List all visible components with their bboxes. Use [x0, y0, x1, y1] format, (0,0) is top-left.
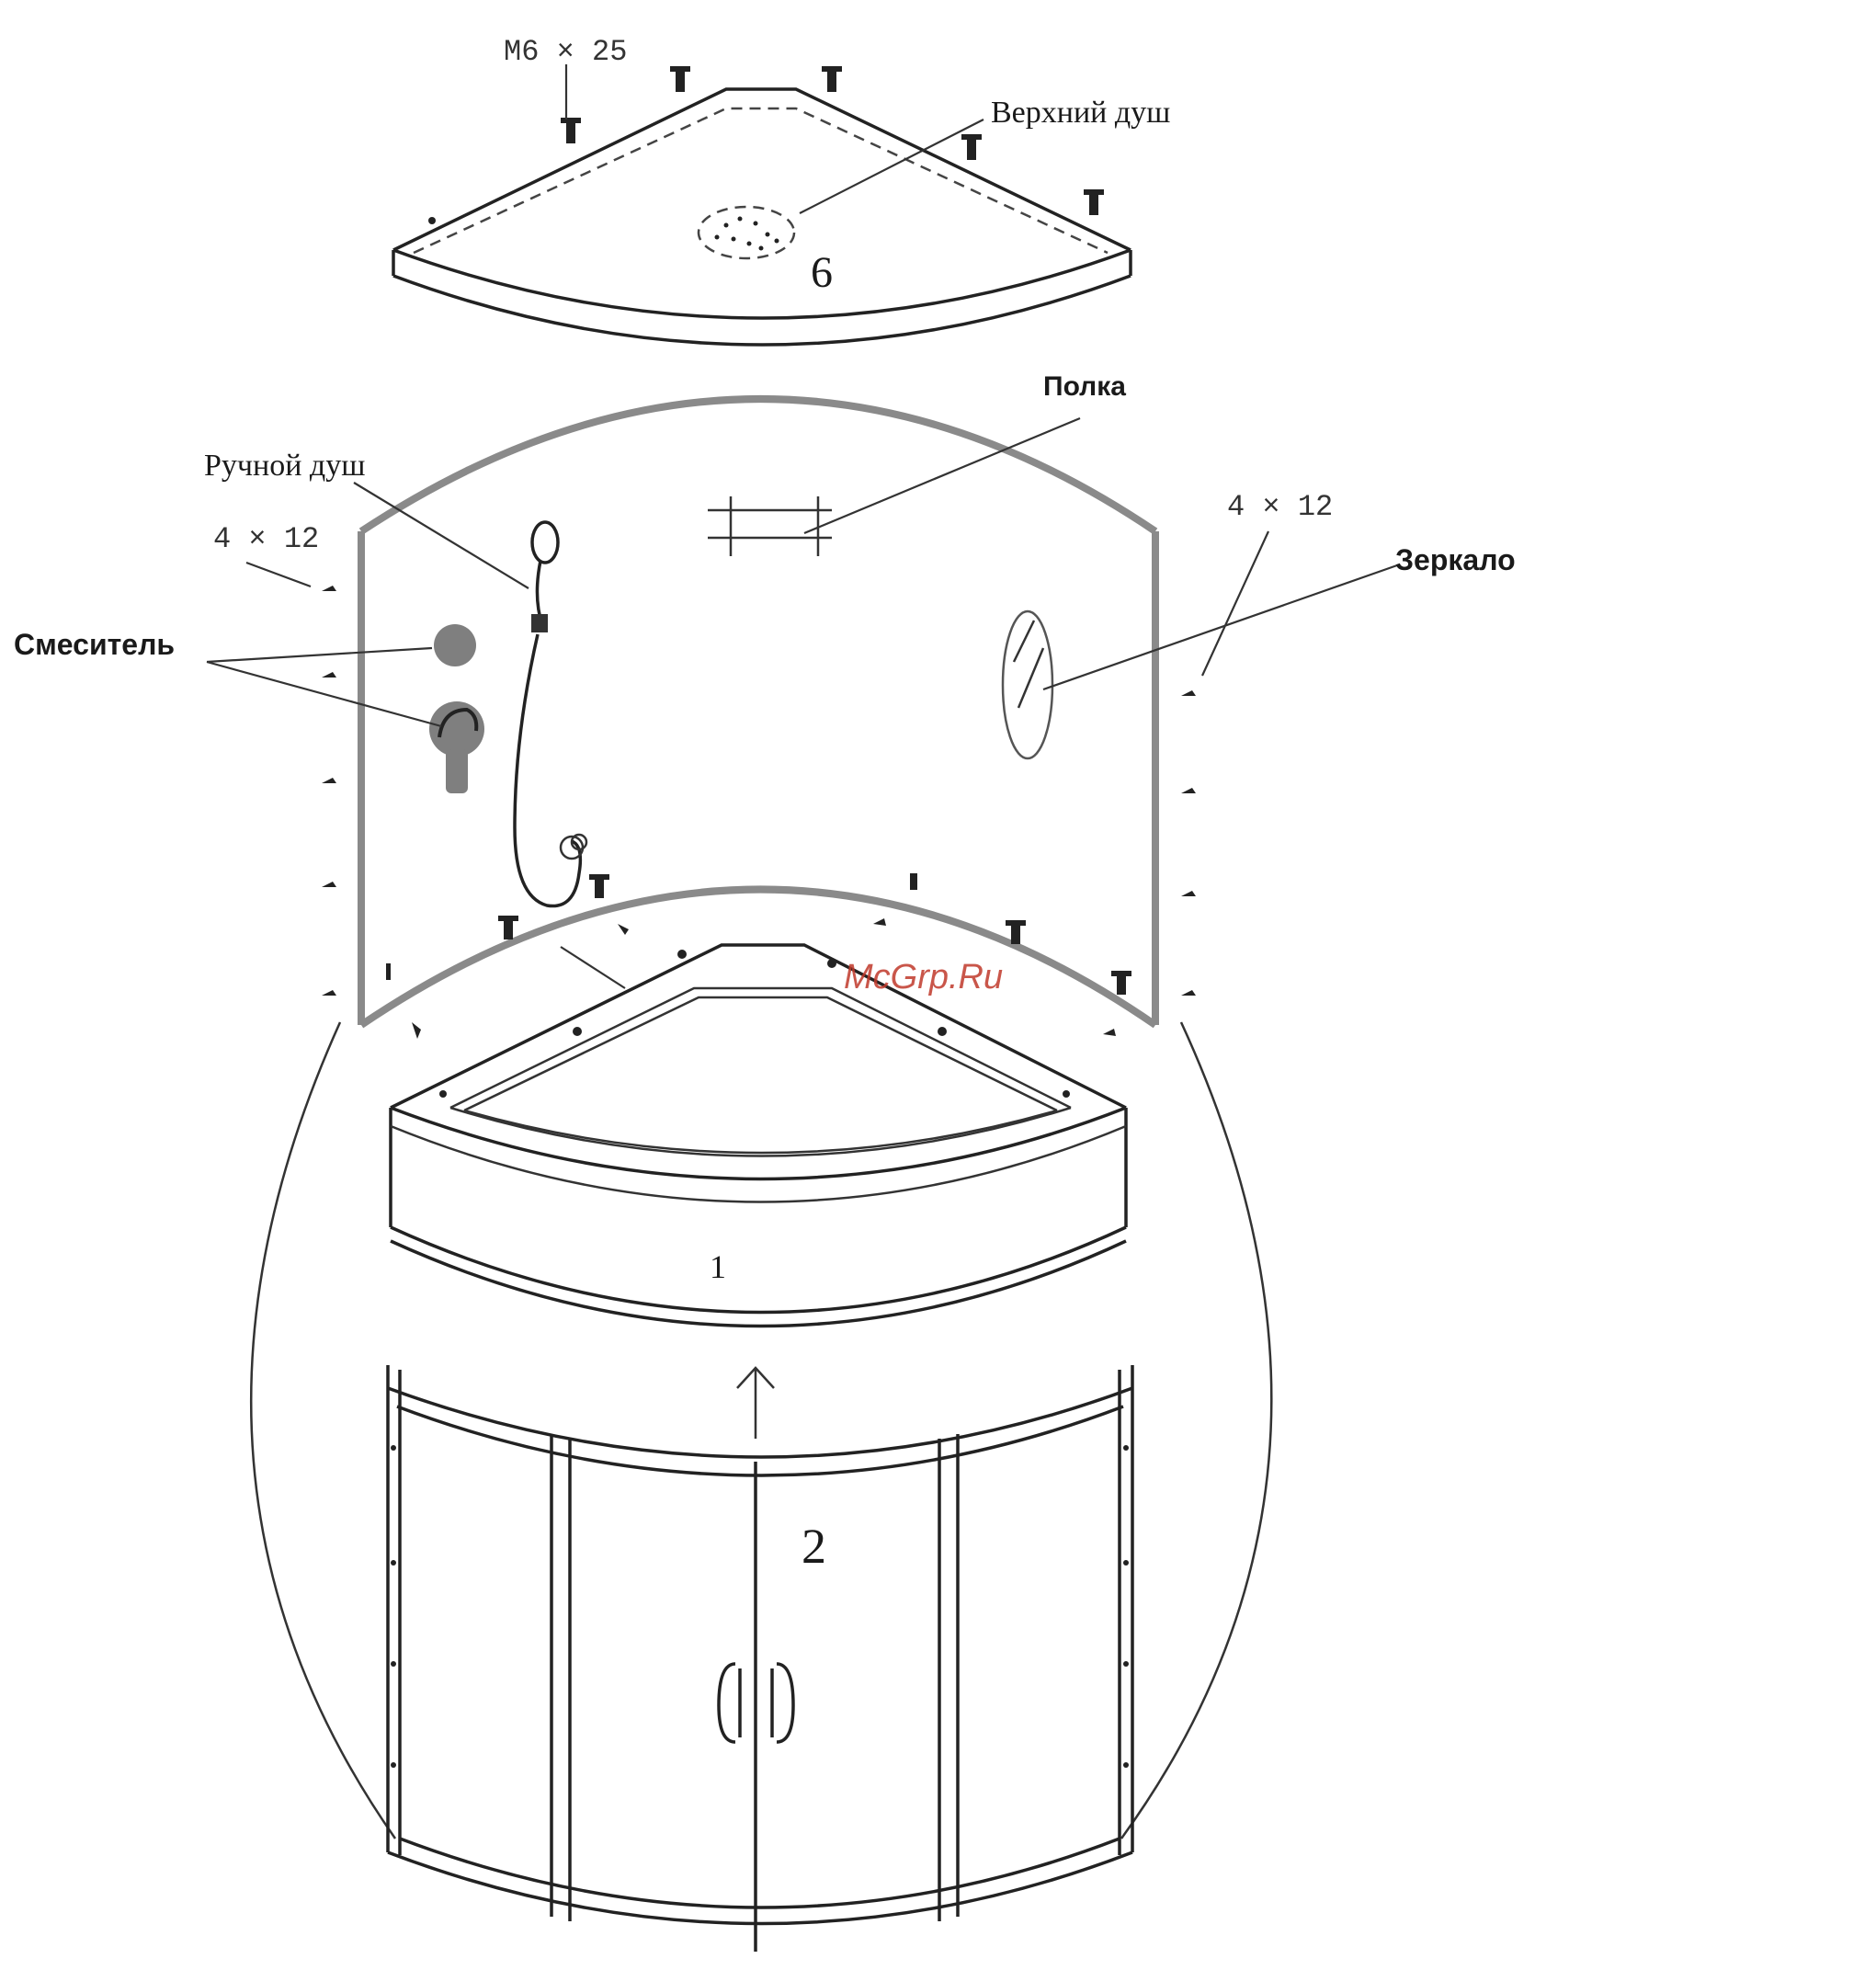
- hand-shower: [515, 522, 586, 906]
- mixer-label: Смеситель: [14, 628, 175, 661]
- overhead-shower-label: Верхний душ: [991, 96, 1170, 130]
- shower-tray: 1: [391, 945, 1126, 1327]
- mirror-leader: [1043, 565, 1397, 689]
- left-connector-arc: [251, 1022, 395, 1839]
- right-screw-leader: [1202, 531, 1268, 676]
- right-screw-size-label: 4 × 12: [1227, 490, 1333, 524]
- door-enclosure: 2: [388, 1365, 1132, 1952]
- mixer: [429, 624, 484, 793]
- back-panel: Полка Ручной душ Смеситель Зеркало: [14, 371, 1516, 1039]
- shelf: [708, 496, 832, 556]
- door-frame-fasteners: [391, 1445, 1129, 1768]
- left-screw-size-label: 4 × 12: [213, 522, 319, 556]
- part-number-1: 1: [710, 1248, 726, 1285]
- watermark: McGrp.Ru: [844, 958, 1003, 996]
- up-arrow: [737, 1368, 774, 1439]
- top-screw-size-label: M6 × 25: [504, 35, 627, 69]
- hand-shower-label: Ручной душ: [204, 449, 365, 483]
- shelf-label: Полка: [1043, 371, 1126, 402]
- shelf-leader: [804, 418, 1080, 533]
- part-number-6: 6: [811, 248, 833, 297]
- top-cap: M6 × 25 Верхний душ 6: [393, 35, 1170, 345]
- mixer-leader-2: [207, 662, 441, 726]
- overhead-shower-holes: [715, 217, 779, 251]
- bottom-panel-screws: [386, 873, 1131, 1039]
- hand-shower-leader: [354, 483, 529, 588]
- overhead-shower-outline: [699, 207, 794, 258]
- mixer-leader-1: [207, 648, 432, 662]
- right-side-screws: [1181, 690, 1196, 996]
- tray-arrow: [561, 947, 625, 988]
- part-number-2: 2: [802, 1519, 826, 1574]
- mirror: [1003, 611, 1052, 758]
- left-side-screws: [322, 586, 336, 996]
- mirror-label: Зеркало: [1395, 543, 1516, 576]
- left-screw-leader: [246, 563, 311, 586]
- right-connector-arc: [1121, 1022, 1271, 1839]
